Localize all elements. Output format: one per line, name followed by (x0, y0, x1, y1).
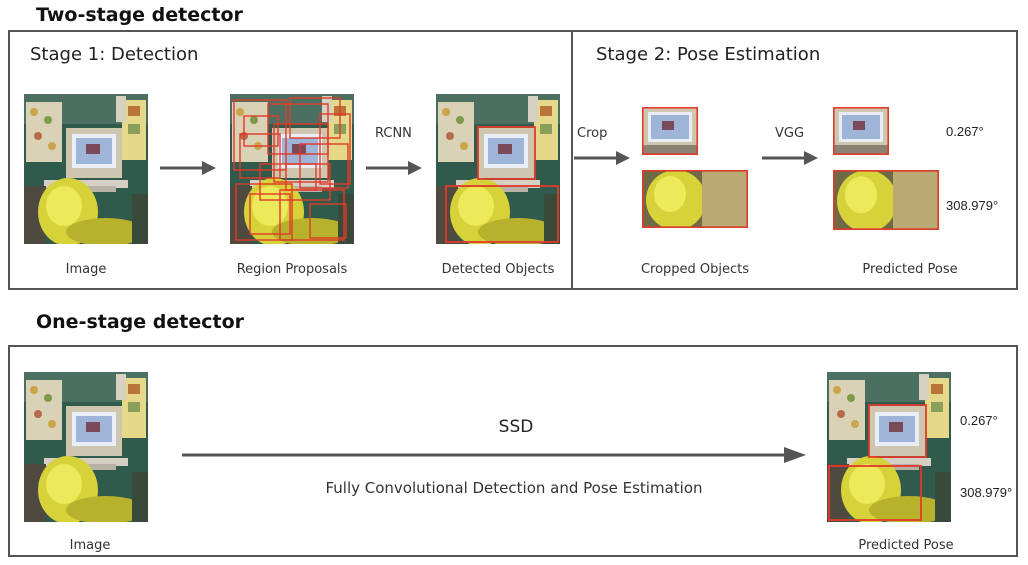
caption-detected-objects: Detected Objects (441, 262, 555, 277)
predicted-monitor (833, 107, 889, 155)
one-stage-input-image (24, 372, 148, 522)
pose-value-chair: 308.979° (946, 198, 999, 213)
two-stage-heading: Two-stage detector (36, 4, 243, 26)
one-stage-predicted-image (827, 372, 951, 522)
detected-objects-image (436, 94, 560, 244)
rcnn-label: RCNN (375, 126, 412, 141)
stage-divider (571, 30, 573, 290)
crop-label: Crop (577, 126, 608, 141)
arrow-to-proposals (160, 161, 216, 175)
one-stage-heading: One-stage detector (36, 311, 244, 333)
cropped-monitor (642, 107, 698, 155)
caption-cropped-objects: Cropped Objects (640, 262, 750, 277)
ssd-label: SSD (498, 417, 534, 437)
crop-arrow (574, 151, 630, 165)
one-stage-caption-image: Image (69, 538, 111, 553)
one-stage-frame (8, 345, 1018, 557)
cropped-chair (642, 170, 748, 228)
caption-image: Image (65, 262, 107, 277)
stage2-title: Stage 2: Pose Estimation (596, 44, 821, 65)
two-stage-frame (8, 30, 1018, 290)
caption-region-proposals: Region Proposals (236, 262, 348, 277)
input-image (24, 94, 148, 244)
vgg-arrow (762, 151, 818, 165)
ssd-arrow (182, 447, 806, 463)
stage1-title: Stage 1: Detection (30, 44, 199, 65)
one-stage-pose-monitor: 0.267° (960, 413, 998, 428)
rcnn-arrow (366, 161, 422, 175)
region-proposals-image (230, 94, 354, 244)
one-stage-pose-chair: 308.979° (960, 485, 1013, 500)
pose-value-monitor: 0.267° (946, 124, 984, 139)
one-stage-caption-predicted-pose: Predicted Pose (858, 538, 954, 553)
predicted-chair (833, 170, 939, 230)
caption-predicted-pose: Predicted Pose (862, 262, 958, 277)
ssd-description: Fully Convolutional Detection and Pose E… (325, 479, 703, 497)
vgg-label: VGG (775, 126, 805, 141)
